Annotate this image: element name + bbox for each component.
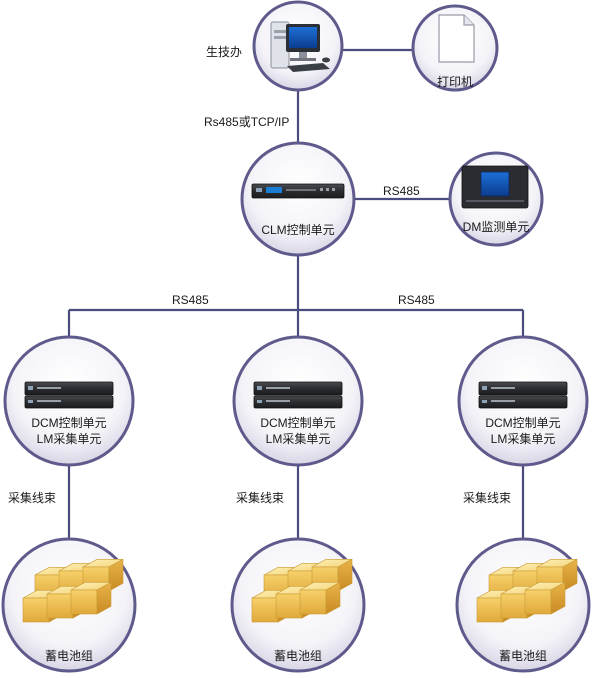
- dcm-node-mid: [232, 335, 364, 467]
- bus-right-label: RS485: [398, 293, 435, 307]
- printer-node: [411, 4, 499, 92]
- dcm-right-line1: DCM控制单元: [485, 416, 561, 430]
- clm-label: CLM控制单元: [261, 223, 335, 237]
- pc-label: 生技办: [206, 45, 243, 59]
- dcm-rack-icon: [478, 381, 568, 409]
- dcm-rack-icon: [253, 381, 343, 409]
- dm-node: [448, 151, 544, 247]
- dcm-node-left: [3, 335, 135, 467]
- clm-rack-unit-icon: [251, 183, 345, 199]
- battery-right-label: 蓄电池组: [498, 649, 548, 663]
- battery-cube: [524, 581, 566, 615]
- pc-clm-link-label: Rs485或TCP/IP: [204, 115, 290, 129]
- connection-lines: [67, 48, 525, 545]
- document-icon: [438, 14, 475, 63]
- dcm-mid-line1: DCM控制单元: [260, 416, 336, 430]
- dcm-mid-line2: LM采集单元: [265, 432, 331, 446]
- harness-mid-label: 采集线束: [236, 491, 285, 505]
- dcm-right-line2: LM采集单元: [490, 432, 556, 446]
- battery-mid-label: 蓄电池组: [273, 649, 323, 663]
- dcm-node-right: [457, 335, 589, 467]
- harness-right-label: 采集线束: [463, 491, 512, 505]
- battery-cube: [70, 581, 112, 615]
- harness-left-label: 采集线束: [8, 491, 57, 505]
- clm-node: [240, 141, 356, 257]
- printer-label: 打印机: [436, 75, 474, 89]
- pc-node: [252, 0, 344, 92]
- dcm-left-line1: DCM控制单元: [31, 416, 107, 430]
- dcm-rack-icon: [24, 381, 114, 409]
- dcm-left-line2: LM采集单元: [36, 432, 102, 446]
- computer-icon: [270, 21, 330, 72]
- battery-left-label: 蓄电池组: [44, 649, 94, 663]
- clm-dm-link-label: RS485: [383, 184, 420, 198]
- dm-label: DM监测单元: [462, 220, 530, 234]
- bus-left-label: RS485: [172, 293, 209, 307]
- battery-cube: [299, 581, 341, 615]
- monitor-panel-icon: [461, 165, 529, 209]
